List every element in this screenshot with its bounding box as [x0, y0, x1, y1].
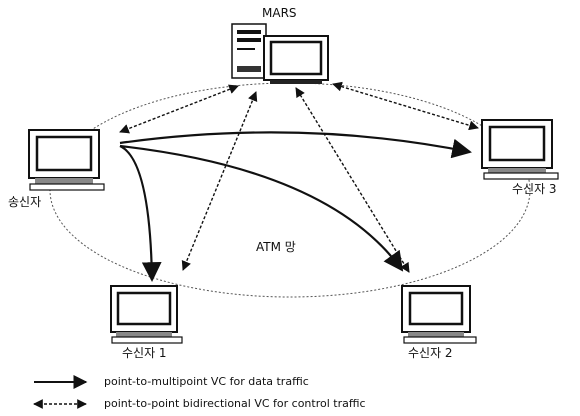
- receiver2-label: 수신자 2: [408, 346, 453, 360]
- control-vc-receiver3: [332, 81, 479, 131]
- mars-label: MARS: [262, 6, 297, 20]
- receiver2-computer: [401, 285, 477, 344]
- receiver1-label: 수신자 1: [122, 346, 167, 360]
- receiver1-computer: [110, 285, 183, 344]
- data-vc-receiver1: [119, 145, 162, 282]
- control-vc-receiver1: [181, 91, 258, 271]
- receiver3-label: 수신자 3: [512, 182, 557, 196]
- data-vc-group: [119, 131, 472, 282]
- legend-data-text: point-to-multipoint VC for data traffic: [104, 375, 309, 388]
- network-label: ATM 망: [256, 240, 296, 254]
- control-vc-group: [119, 81, 479, 273]
- atm-network-ring: [49, 82, 531, 298]
- receiver3-computer: [481, 119, 559, 180]
- control-vc-sender: [119, 84, 239, 134]
- mars-computer: [231, 23, 329, 84]
- control-vc-receiver2: [295, 87, 410, 273]
- sender-computer: [28, 129, 105, 191]
- data-vc-receiver2: [119, 144, 404, 272]
- legend-control-text: point-to-point bidirectional VC for cont…: [104, 397, 366, 410]
- sender-label: 송신자: [8, 195, 42, 209]
- data-vc-receiver3: [119, 131, 472, 159]
